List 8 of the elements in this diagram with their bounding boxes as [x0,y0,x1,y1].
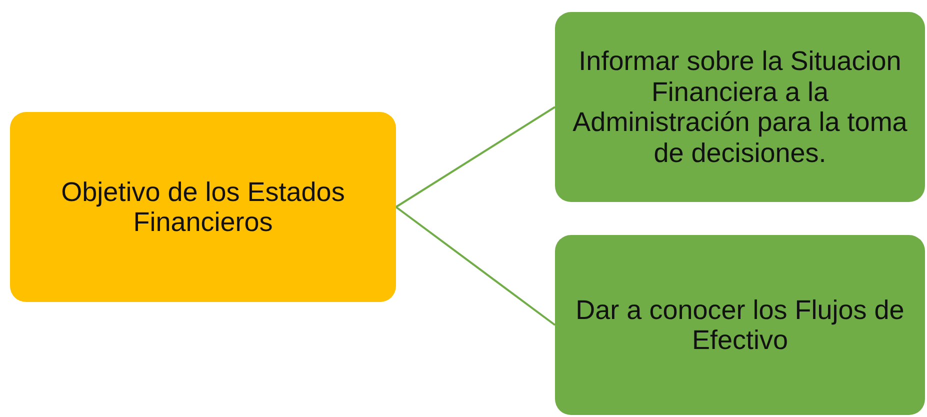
goal-box [555,12,925,202]
connector-line [395,106,556,208]
goal-box [555,235,925,415]
connector-line [395,206,556,326]
objective-box [10,112,396,302]
node-text: Dar a conocer los Flujos de Efectivo [574,294,906,356]
node-text: Objetivo de los Estados Financieros [60,176,346,238]
node-text: Informar sobre la Situacion Financiera a la Administración para la toma de decisiones. [572,46,908,168]
